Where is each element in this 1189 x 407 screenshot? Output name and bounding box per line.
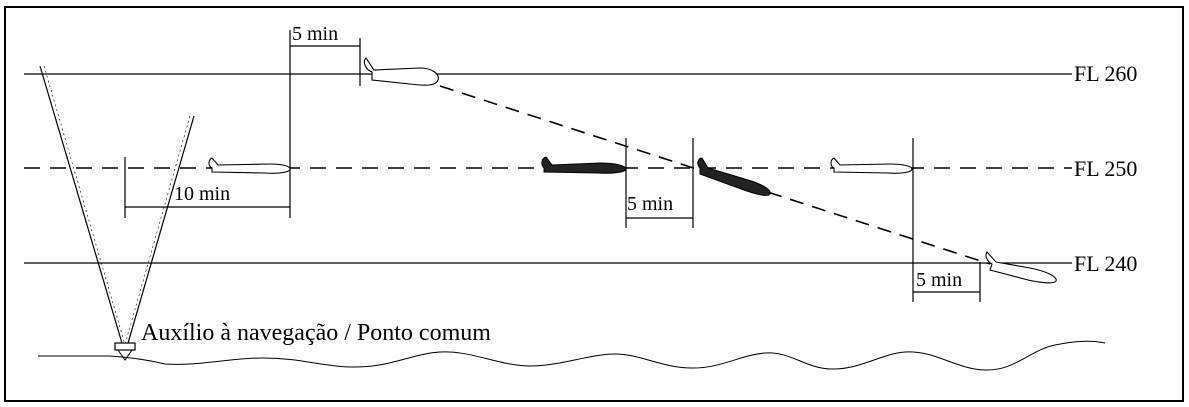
aircraft-descending-filled	[697, 157, 771, 196]
navaid-icon	[114, 342, 136, 351]
navaid-beam-left-inner	[43, 65, 127, 349]
interval-br-5min: 5 min	[916, 269, 963, 291]
aircraft-fl260	[363, 57, 439, 86]
navaid-common-point-label: Auxílio à navegação / Ponto comum	[141, 320, 491, 346]
fl260-label: FL 260	[1074, 61, 1138, 86]
aircraft-fl250-left	[208, 157, 291, 174]
aircraft-fl250-filled	[541, 156, 627, 174]
interval-10min: 10 min	[174, 183, 231, 205]
ground-line	[38, 340, 1106, 371]
navaid-beam-right	[125, 115, 195, 351]
navaid-beam-right-inner	[123, 115, 191, 349]
interval-mid-5min: 5 min	[627, 193, 674, 215]
aircraft-fl250-right	[830, 157, 913, 174]
navaid-base	[117, 349, 133, 361]
interval-top-5min: 5 min	[292, 23, 339, 45]
navaid-beam-left	[39, 65, 125, 351]
fl240-label: FL 240	[1074, 251, 1138, 276]
fl250-label: FL 250	[1074, 156, 1138, 181]
aircraft-fl240	[985, 251, 1057, 284]
